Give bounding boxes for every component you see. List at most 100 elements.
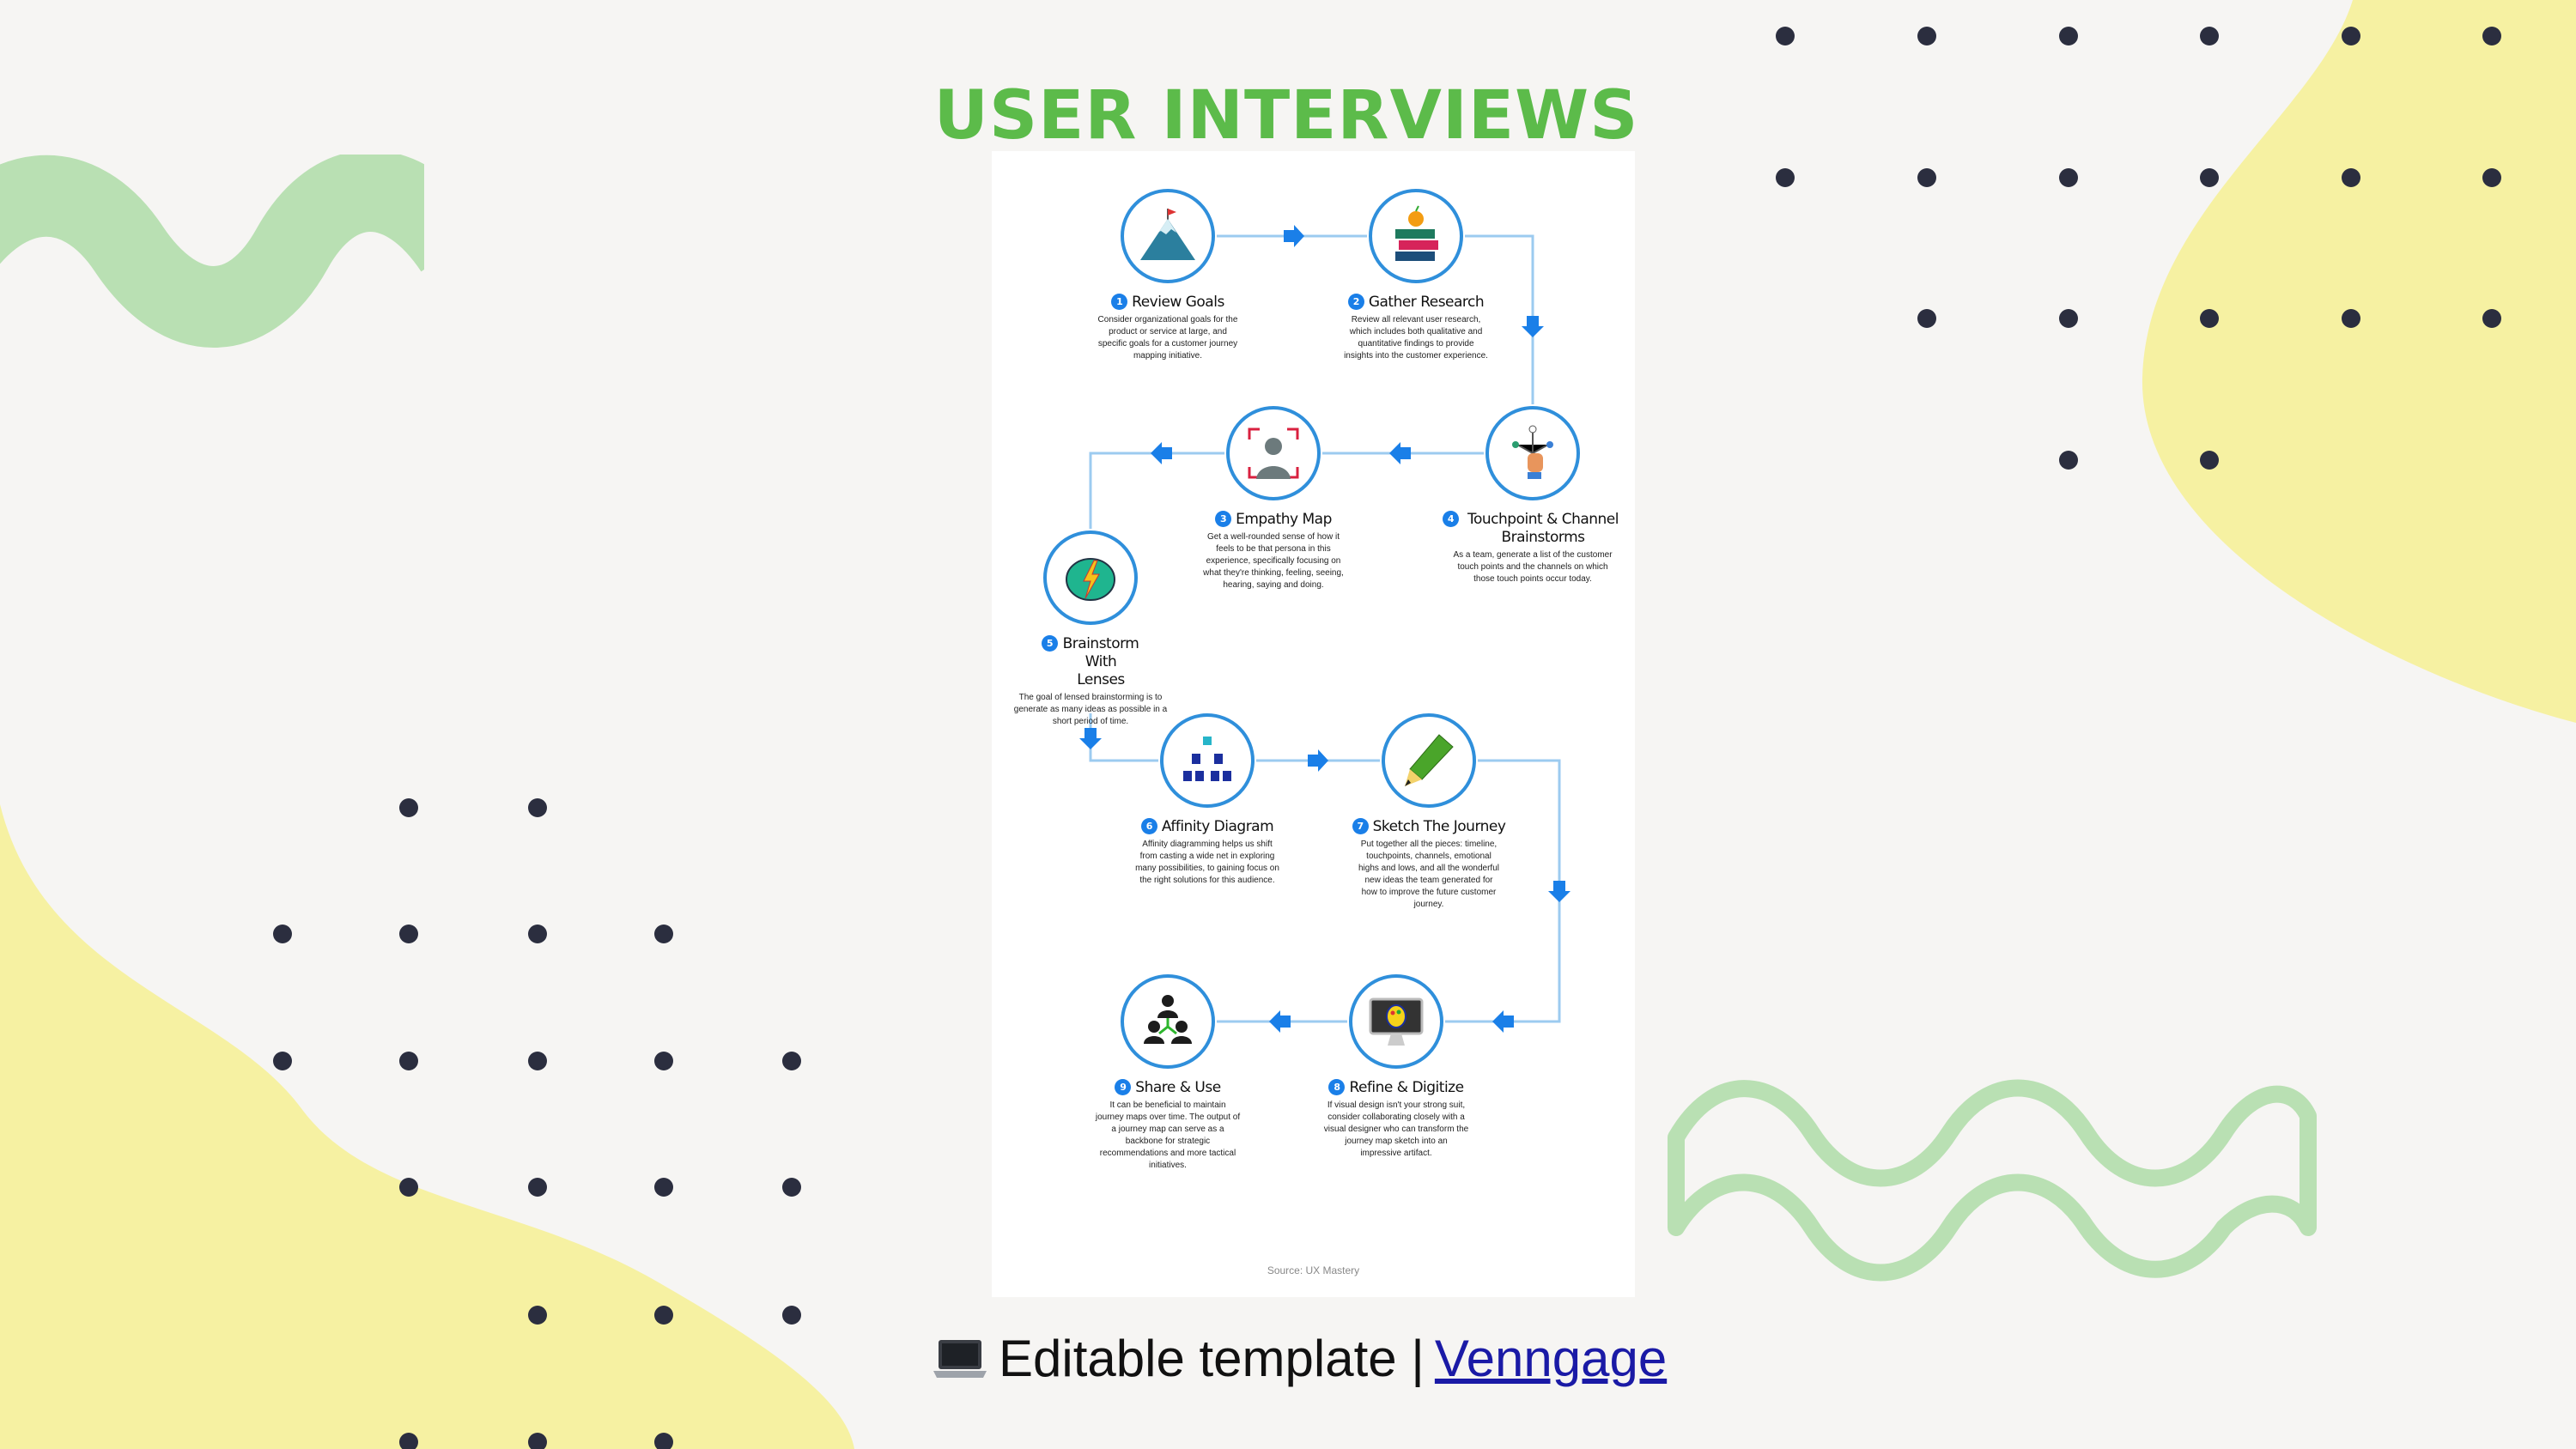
arrow-down-icon — [1548, 881, 1571, 902]
step-title: Gather Research — [1368, 294, 1485, 311]
step-number-badge: 6 — [1140, 818, 1157, 834]
step-number-badge: 5 — [1042, 635, 1058, 652]
decor-dot — [2482, 168, 2501, 187]
decor-dot — [528, 1052, 547, 1070]
step-description: Affinity diagramming helps us shift from… — [1135, 840, 1279, 885]
connector-3-5 — [1089, 452, 1224, 529]
hierarchy-icon — [1183, 737, 1231, 781]
step-3-node — [1226, 406, 1321, 500]
team-share-icon — [1144, 995, 1192, 1044]
decor-dot — [399, 1178, 418, 1197]
green-wave-top-left — [0, 155, 424, 348]
decor-dot — [654, 1433, 673, 1449]
step-description: Review all relevant user research, which… — [1344, 315, 1488, 361]
step-title: Touchpoint & Channel Brainstorms — [1467, 511, 1619, 546]
step-title: Brainstorm With Lenses — [1062, 635, 1139, 688]
footer: Editable template | Venngage — [932, 1329, 1667, 1388]
step-number-badge: 9 — [1115, 1079, 1132, 1095]
decor-dot — [2059, 27, 2078, 45]
mountain-flag-icon — [1140, 209, 1195, 260]
step-number-badge: 4 — [1443, 511, 1459, 527]
brain-lightning-icon — [1066, 558, 1115, 601]
step-2-node — [1369, 189, 1463, 283]
step-description: The goal of lensed brainstorming is to g… — [1013, 693, 1168, 726]
arrow-down-icon — [1522, 316, 1544, 337]
step-6-node — [1160, 713, 1255, 808]
step-title: Sketch The Journey — [1372, 818, 1506, 835]
decor-dot — [1776, 168, 1795, 187]
decor-dot — [273, 925, 292, 943]
footer-text: Editable template | — [999, 1330, 1425, 1387]
step-title: Share & Use — [1135, 1079, 1221, 1096]
books-apple-icon — [1395, 205, 1438, 261]
step-description: Put together all the pieces: timeline, t… — [1358, 840, 1499, 909]
decor-dot — [1917, 27, 1936, 45]
arrow-left-icon — [1492, 1010, 1514, 1033]
decor-dot — [1776, 27, 1795, 45]
yellow-blob-bottom-left — [0, 804, 854, 1449]
monitor-palette-icon — [1369, 997, 1424, 1046]
venngage-link[interactable]: Venngage — [1434, 1330, 1668, 1387]
decor-dot — [399, 1052, 418, 1070]
decor-dot — [782, 1052, 801, 1070]
decor-dot — [399, 925, 418, 943]
step-title: Empathy Map — [1236, 511, 1332, 528]
decor-dot — [2200, 27, 2219, 45]
hand-network-icon — [1512, 425, 1553, 479]
step-7-node — [1382, 713, 1476, 808]
decor-dot — [528, 798, 547, 817]
green-wave-bottom-right — [1668, 1079, 2317, 1282]
decor-dot — [654, 925, 673, 943]
step-title: Affinity Diagram — [1161, 818, 1274, 835]
yellow-blob-top-right — [2142, 0, 2576, 723]
decor-dot — [2342, 309, 2360, 328]
connector-lines — [1079, 225, 1571, 1033]
step-description: It can be beneficial to maintain journey… — [1095, 1100, 1241, 1170]
decor-dot — [1917, 309, 1936, 328]
decor-dot — [1917, 168, 1936, 187]
step-description: If visual design isn't your strong suit,… — [1323, 1100, 1469, 1158]
decor-dot — [654, 1178, 673, 1197]
decor-dot — [2342, 27, 2360, 45]
step-5-node — [1043, 530, 1138, 625]
step-number-badge: 8 — [1328, 1079, 1346, 1095]
decor-dot — [2059, 451, 2078, 470]
step-description: As a team, generate a list of the custom… — [1453, 550, 1613, 584]
arrow-left-icon — [1269, 1010, 1291, 1033]
decor-dot — [654, 1052, 673, 1070]
decor-dot — [528, 1306, 547, 1325]
pencil-icon — [1405, 734, 1454, 786]
step-number-badge: 7 — [1352, 818, 1369, 834]
step-title: Refine & Digitize — [1349, 1079, 1464, 1096]
person-focus-icon — [1248, 427, 1299, 479]
arrow-left-icon — [1389, 442, 1411, 464]
arrow-down-icon — [1079, 728, 1102, 749]
source-credit: Source: UX Mastery — [1267, 1264, 1360, 1276]
laptop-icon — [933, 1339, 987, 1378]
step-number-badge: 3 — [1215, 511, 1232, 527]
step-9-node — [1121, 974, 1215, 1069]
decor-dot — [399, 1433, 418, 1449]
decor-dot — [528, 1433, 547, 1449]
decor-dot — [2200, 309, 2219, 328]
decor-dot — [2200, 168, 2219, 187]
decor-dot — [782, 1306, 801, 1325]
step-4-label: 4 Touchpoint & Channel Brainstorms As a t… — [1443, 511, 1623, 585]
page-title: USER INTERVIEWS — [933, 77, 1639, 155]
connector-2-4 — [1465, 234, 1534, 404]
arrow-right-icon — [1284, 225, 1304, 247]
decor-dot — [2482, 309, 2501, 328]
decor-dot — [782, 1178, 801, 1197]
step-4-node — [1485, 406, 1580, 500]
step-title: Review Goals — [1132, 294, 1224, 311]
decor-dot — [273, 1052, 292, 1070]
step-number-badge: 1 — [1111, 294, 1128, 310]
decor-dot — [399, 798, 418, 817]
